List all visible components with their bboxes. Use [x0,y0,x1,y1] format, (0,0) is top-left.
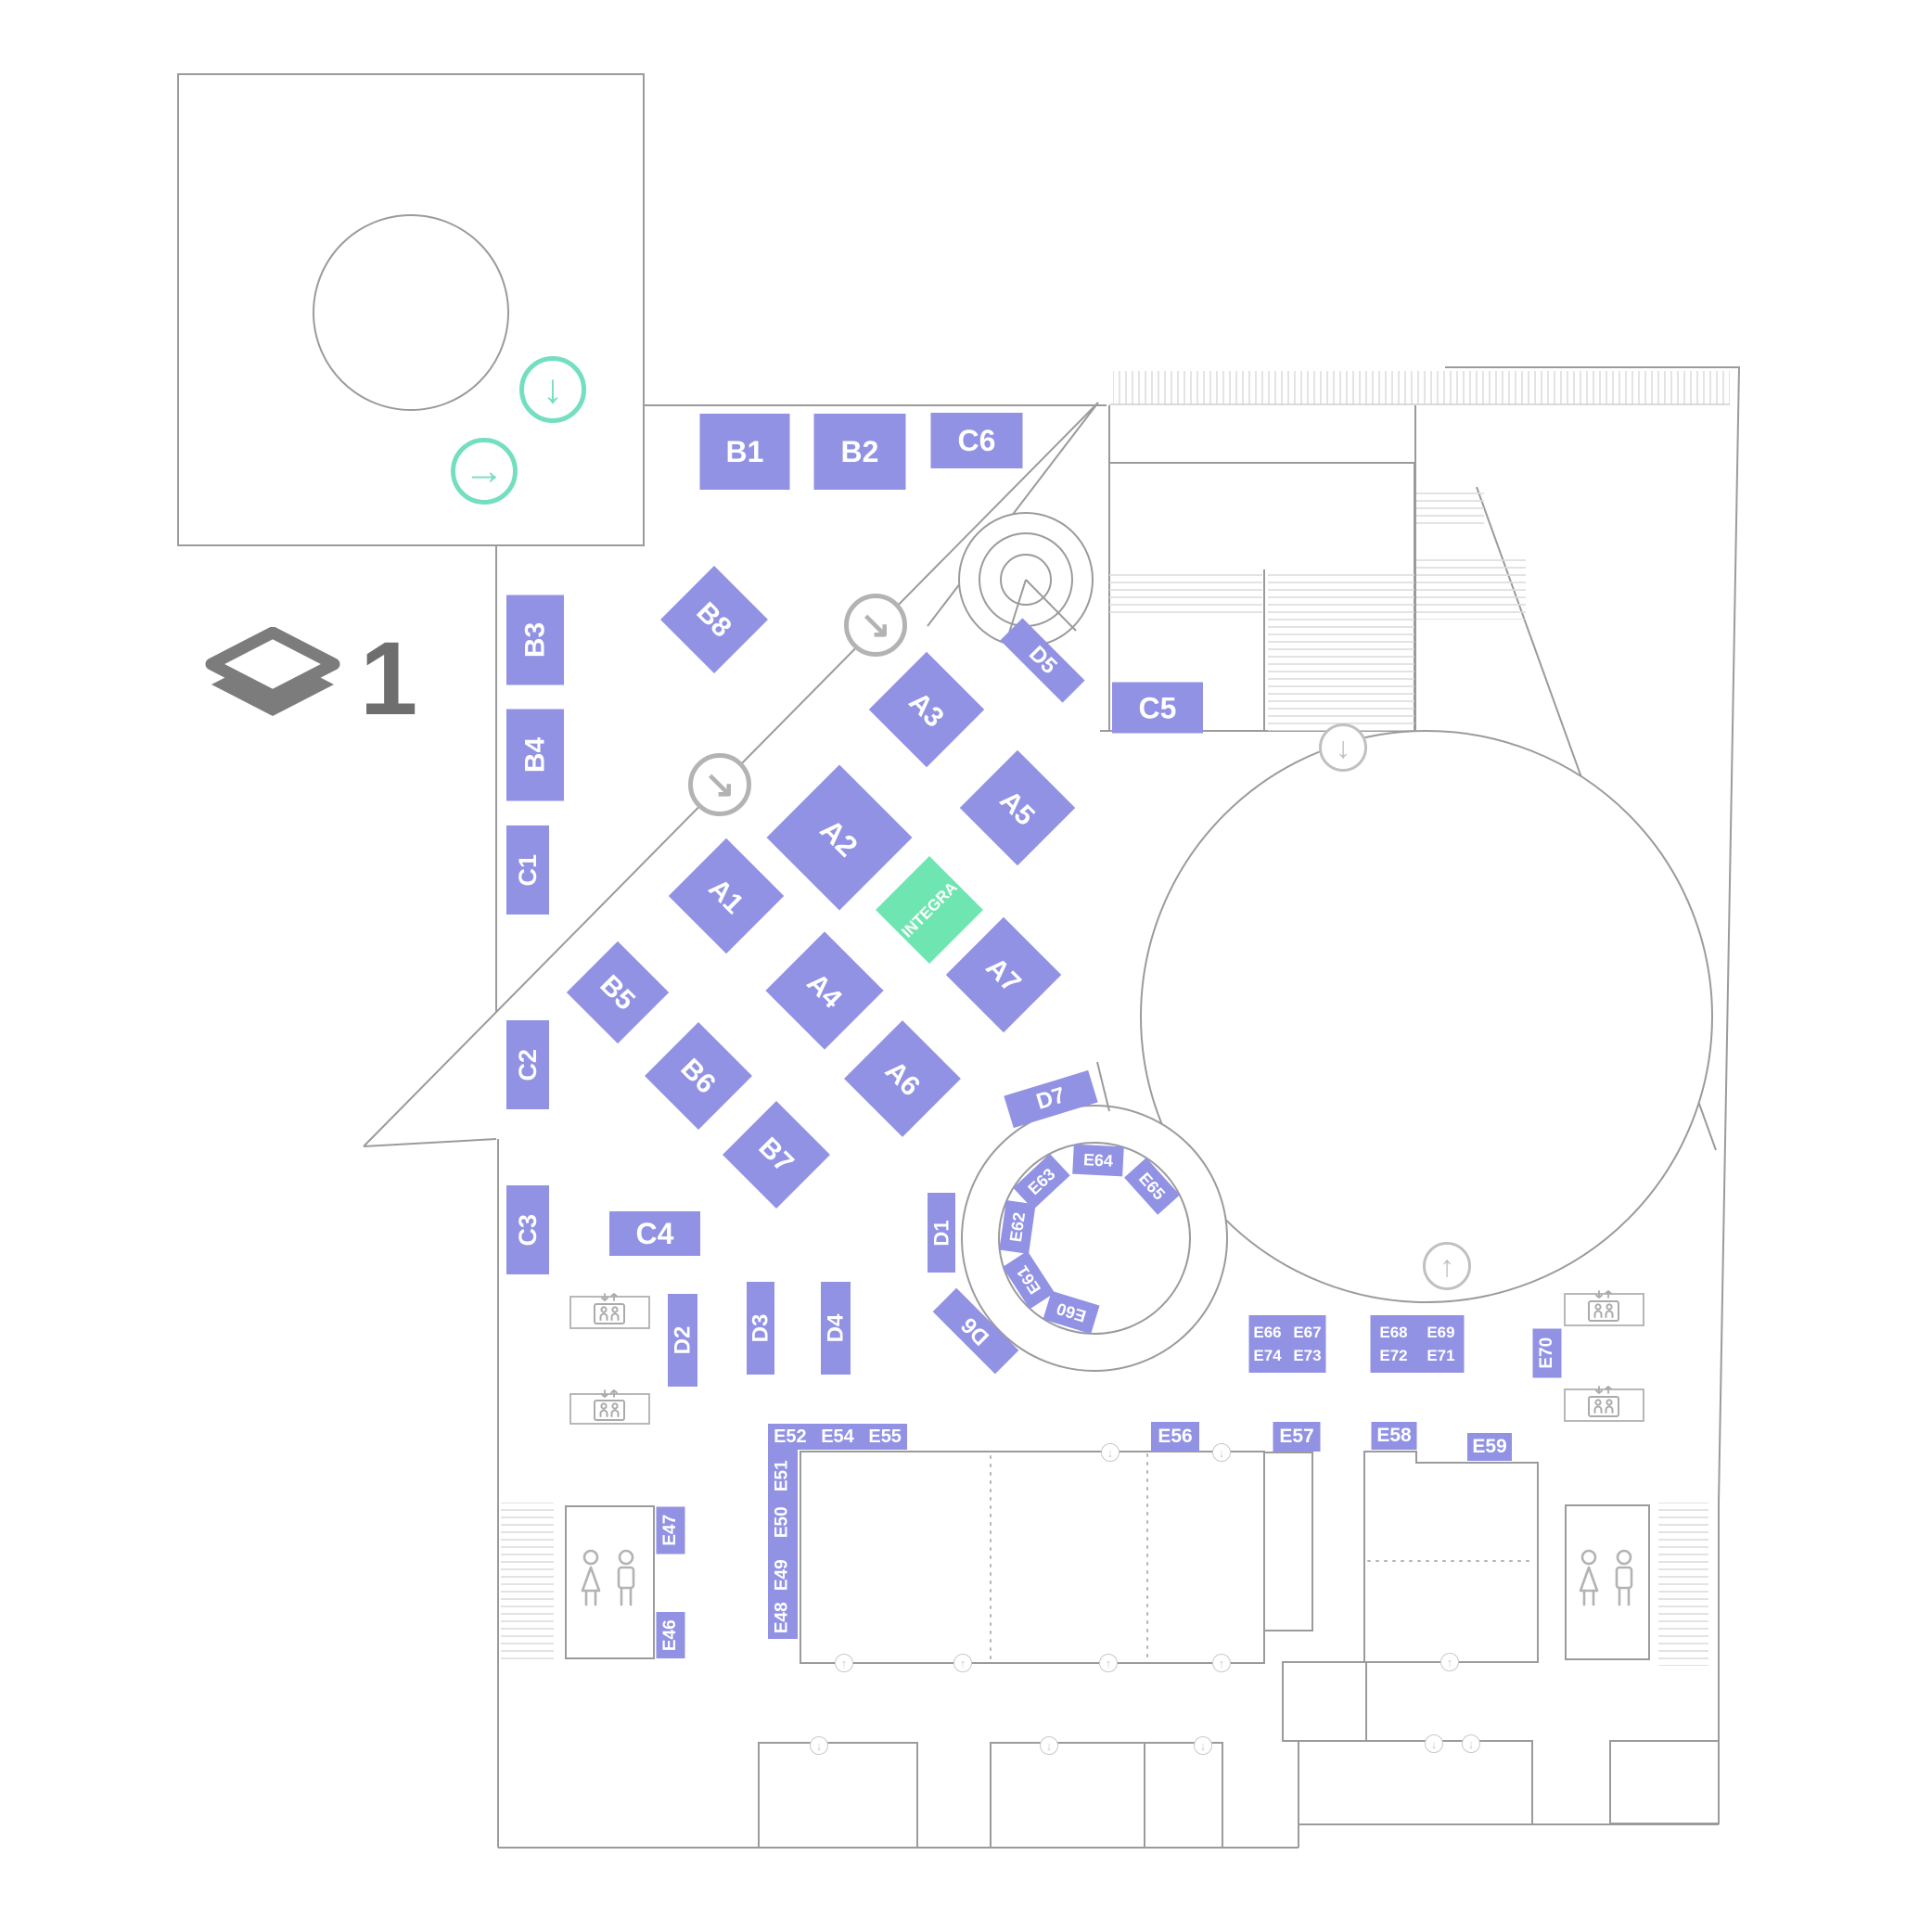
booth-C2[interactable]: C2 [506,1020,549,1109]
booth-E56[interactable]: E56 [1151,1422,1199,1452]
booth-label: A6 [878,1055,927,1103]
flow-downright-arrow-icon-2: ↘ [688,753,751,816]
booth-label: B3 [519,621,551,659]
door-up-arrow-icon-4: ↑ [1212,1654,1231,1672]
door-down-arrow-icon-2: ↓ [1040,1736,1058,1755]
booth-label: C5 [1138,691,1177,724]
booth-E47[interactable]: E47 [656,1506,685,1555]
booth-label: E56 [1158,1426,1193,1448]
door-down-arrow-icon-3: ↓ [1194,1736,1212,1755]
booth-label: B6 [674,1052,723,1100]
door-down-arrow-icon-4: ↓ [1425,1734,1443,1753]
door-down-arrow-icon-5: ↓ [1462,1734,1480,1753]
booth-E46[interactable]: E46 [656,1612,685,1658]
booth-label: B5 [594,968,642,1017]
booth-C5[interactable]: C5 [1112,682,1203,734]
booth-label: E66 E67 E74 E73 [1253,1323,1322,1365]
booth-label: E58 [1376,1425,1412,1447]
booth-E66-E67-E74-E73[interactable]: E66 E67 E74 E73 [1248,1315,1326,1373]
floor-selector[interactable]: 1 [200,621,417,736]
entrance-right-arrow-icon: → [451,438,518,505]
booth-label: D4 [823,1313,848,1343]
booth-label: E59 [1472,1436,1507,1458]
booth-label: B2 [840,435,879,468]
booth-label: E48 [772,1602,792,1633]
booth-label: B8 [690,595,738,644]
booth-E48[interactable]: E48 [768,1596,798,1639]
booth-label: B4 [519,736,551,774]
door-up-arrow-icon-1: ↑ [835,1654,853,1672]
booth-label: E64 [1082,1149,1114,1171]
booth-label: E68 E69 E72 E71 [1379,1323,1455,1365]
layers-icon [205,627,340,716]
booth-label: E62 [1005,1210,1029,1244]
booth-label: E70 [1536,1337,1556,1369]
booth-label: C4 [635,1217,674,1250]
booth-D1[interactable]: D1 [928,1193,955,1273]
booth-E52-E54-E55[interactable]: E52 E54 E55 [768,1424,907,1450]
booth-label: B1 [725,435,764,468]
booth-D3[interactable]: D3 [747,1282,774,1375]
door-down-arrow-icon-1: ↓ [810,1736,828,1755]
booth-label: E52 E54 E55 [774,1427,902,1447]
door-up-arrow-icon-5: ↑ [1440,1653,1459,1671]
booth-label: A5 [993,784,1042,832]
flow-downright-arrow-icon-1: ↘ [844,594,907,657]
booth-label: A2 [813,812,865,864]
booth-C1[interactable]: C1 [506,825,549,915]
booth-C4[interactable]: C4 [609,1211,700,1256]
booth-E57[interactable]: E57 [1273,1422,1321,1452]
booth-label: A3 [902,685,951,734]
booth-label: E60 [1054,1299,1089,1326]
booth-label: A7 [979,951,1028,999]
booth-C6[interactable]: C6 [930,413,1023,468]
booth-label: C2 [513,1048,542,1081]
booth-label: C1 [513,853,542,887]
booth-B4[interactable]: B4 [506,709,564,801]
booth-E51[interactable]: E51 [768,1454,798,1497]
floor-number: 1 [360,621,417,736]
booth-E58[interactable]: E58 [1371,1422,1417,1450]
booth-E50[interactable]: E50 [768,1501,798,1543]
booth-E70[interactable]: E70 [1532,1328,1562,1378]
entrance-down-arrow-icon: ↓ [519,356,586,423]
booth-D4[interactable]: D4 [821,1282,851,1375]
booth-label: E57 [1279,1426,1314,1448]
booth-label: D1 [929,1219,953,1247]
booth-label: INTEGRA [898,878,961,941]
door-up-arrow-icon-3: ↑ [1099,1654,1118,1672]
booth-label: E51 [772,1460,792,1491]
booth-B1[interactable]: B1 [699,414,790,490]
door-up-arrow-icon-2: ↑ [953,1654,972,1672]
booth-label: E46 [659,1619,680,1651]
booth-label: A4 [800,966,849,1015]
booth-label: D3 [748,1313,773,1343]
flow-up-arrow-icon: ↑ [1423,1242,1471,1290]
booth-label: E49 [772,1559,792,1591]
booth-E59[interactable]: E59 [1467,1433,1512,1461]
door-down-arrow-icon-6: ↓ [1101,1443,1120,1462]
booth-E68-E69-E72-E71[interactable]: E68 E69 E72 E71 [1370,1315,1465,1373]
flow-down-arrow-icon: ↓ [1319,723,1367,772]
booth-label: C6 [957,424,996,457]
booth-label: B7 [752,1131,800,1179]
booth-B2[interactable]: B2 [813,414,906,490]
booth-label: D2 [670,1325,695,1355]
booth-E64[interactable]: E64 [1072,1144,1124,1177]
booth-C3[interactable]: C3 [506,1185,549,1274]
booth-label: C3 [513,1213,542,1247]
door-down-arrow-icon-7: ↓ [1212,1443,1231,1462]
booth-D2[interactable]: D2 [668,1294,697,1387]
booth-E49[interactable]: E49 [768,1554,798,1596]
booth-label: A1 [702,872,750,920]
booth-B3[interactable]: B3 [506,595,564,685]
booth-label: E47 [659,1515,680,1546]
booth-label: E50 [772,1506,792,1538]
